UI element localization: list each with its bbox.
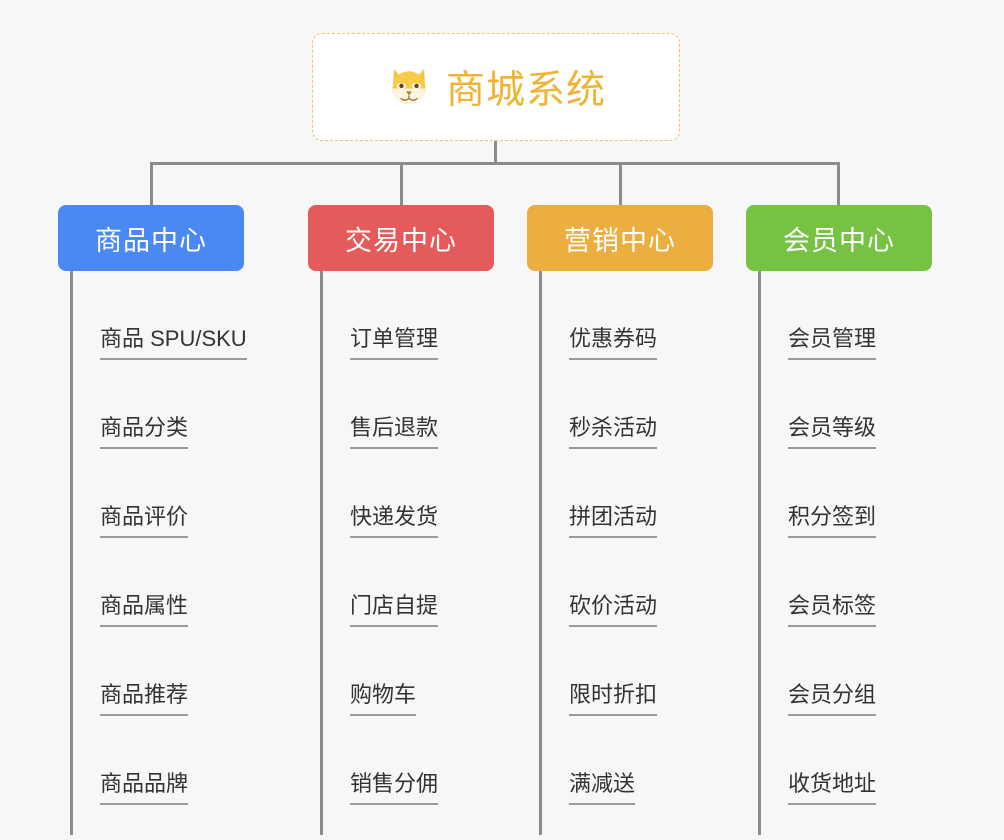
leaf-label: 收货地址 [788,771,877,805]
leaf-label: 商品推荐 [100,682,189,716]
leaf-item[interactable]: 商品属性 [70,538,244,627]
leaf-item[interactable]: 门店自提 [320,538,494,627]
leaf-label: 商品评价 [100,504,189,538]
leaf-item[interactable]: 会员管理 [758,271,932,360]
leaf-trunk-3 [539,271,542,835]
leaf-item[interactable]: 购物车 [320,627,494,716]
connector-root-stem [494,141,497,164]
connector-drop-4 [837,162,840,205]
leaf-label: 商品属性 [100,593,189,627]
connector-drop-2 [400,162,403,205]
branch-leaf-list-3: 优惠券码 秒杀活动 拼团活动 砍价活动 限时折扣 满减送 [539,271,713,835]
leaf-item[interactable]: 商品推荐 [70,627,244,716]
leaf-item[interactable]: 会员标签 [758,538,932,627]
leaf-label: 会员标签 [788,593,877,627]
branch-column-3: 营销中心 优惠券码 秒杀活动 拼团活动 砍价活动 限时折扣 满减送 [527,205,713,835]
leaf-label: 订单管理 [350,326,439,360]
branch-header-label: 营销中心 [564,225,676,256]
leaf-label: 商品品牌 [100,771,189,805]
leaf-label: 售后退款 [350,415,439,449]
leaf-item[interactable]: 会员分组 [758,627,932,716]
shiba-dog-icon [386,64,432,110]
leaf-label: 秒杀活动 [569,415,658,449]
leaf-label: 拼团活动 [569,504,658,538]
branch-header-3[interactable]: 营销中心 [527,205,713,271]
leaf-trunk-1 [70,271,73,835]
leaf-item[interactable]: 会员等级 [758,360,932,449]
connector-horizontal-bus [150,162,840,165]
leaf-item[interactable]: 限时折扣 [539,627,713,716]
branch-header-label: 商品中心 [95,225,207,256]
leaf-label: 商品分类 [100,415,189,449]
leaf-item[interactable]: 优惠券码 [539,271,713,360]
connector-drop-1 [150,162,153,205]
leaf-item[interactable]: 售后退款 [320,360,494,449]
branch-header-label: 会员中心 [783,225,895,256]
leaf-item[interactable]: 拼团活动 [539,449,713,538]
leaf-label: 砍价活动 [569,593,658,627]
leaf-trunk-2 [320,271,323,835]
root-node[interactable]: 商城系统 [312,33,680,141]
leaf-item[interactable]: 商品评价 [70,449,244,538]
leaf-label: 快递发货 [350,504,439,538]
leaf-item[interactable]: 销售分佣 [320,716,494,805]
branch-leaf-list-2: 订单管理 售后退款 快递发货 门店自提 购物车 销售分佣 [320,271,494,835]
leaf-label: 积分签到 [788,504,877,538]
branch-leaf-list-4: 会员管理 会员等级 积分签到 会员标签 会员分组 收货地址 [758,271,932,835]
leaf-item[interactable]: 积分签到 [758,449,932,538]
leaf-item[interactable]: 商品 SPU/SKU [70,271,247,360]
branch-header-1[interactable]: 商品中心 [58,205,244,271]
leaf-label: 会员等级 [788,415,877,449]
branch-header-4[interactable]: 会员中心 [746,205,932,271]
leaf-item[interactable]: 订单管理 [320,271,494,360]
branch-header-label: 交易中心 [345,225,457,256]
branch-column-4: 会员中心 会员管理 会员等级 积分签到 会员标签 会员分组 收货地址 [746,205,932,835]
leaf-item[interactable]: 满减送 [539,716,713,805]
branch-leaf-list-1: 商品 SPU/SKU 商品分类 商品评价 商品属性 商品推荐 商品品牌 [70,271,247,835]
leaf-item[interactable]: 商品品牌 [70,716,244,805]
leaf-label: 门店自提 [350,593,439,627]
leaf-item[interactable]: 商品分类 [70,360,244,449]
leaf-label: 会员管理 [788,326,877,360]
leaf-item[interactable]: 砍价活动 [539,538,713,627]
leaf-trunk-4 [758,271,761,835]
leaf-label: 优惠券码 [569,326,658,360]
leaf-label: 会员分组 [788,682,877,716]
leaf-label: 购物车 [350,682,417,716]
leaf-label: 销售分佣 [350,771,439,805]
leaf-item[interactable]: 快递发货 [320,449,494,538]
leaf-label: 商品 SPU/SKU [100,326,247,360]
leaf-label: 满减送 [569,771,636,805]
leaf-item[interactable]: 秒杀活动 [539,360,713,449]
root-title: 商城系统 [445,69,606,112]
branch-column-2: 交易中心 订单管理 售后退款 快递发货 门店自提 购物车 销售分佣 [308,205,494,835]
branch-column-1: 商品中心 商品 SPU/SKU 商品分类 商品评价 商品属性 商品推荐 商品品牌 [58,205,247,835]
branch-header-2[interactable]: 交易中心 [308,205,494,271]
leaf-item[interactable]: 收货地址 [758,716,932,805]
leaf-label: 限时折扣 [569,682,658,716]
connector-drop-3 [619,162,622,205]
